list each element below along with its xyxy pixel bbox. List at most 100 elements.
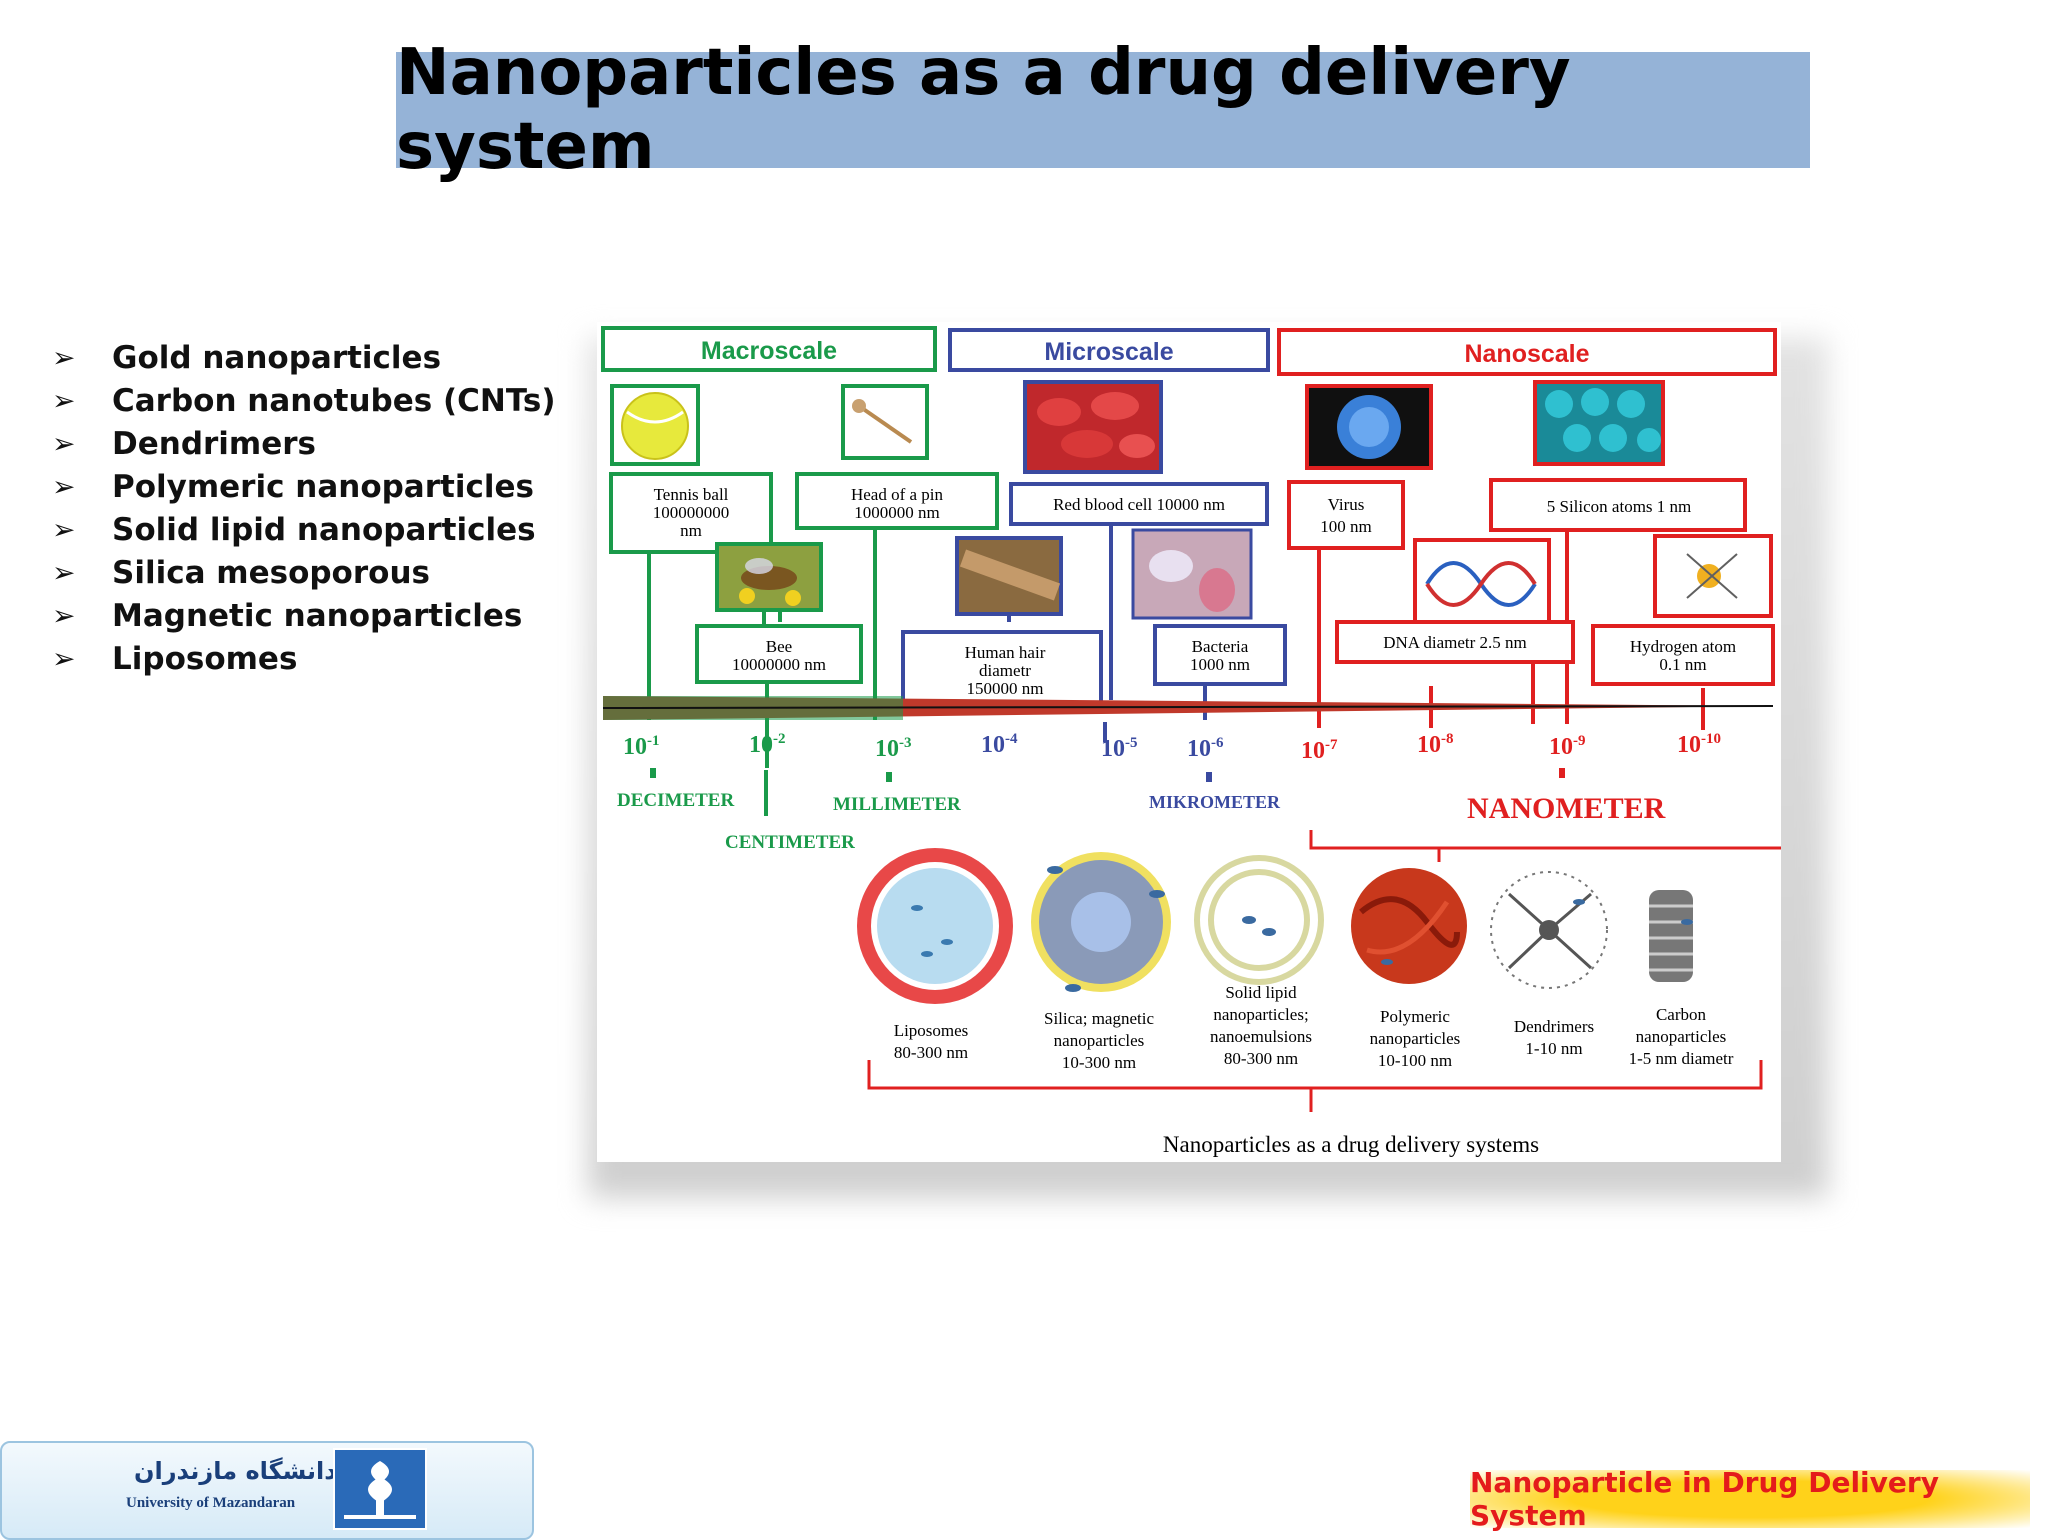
bullet-item: ➢Magnetic nanoparticles <box>52 594 556 637</box>
scale-axis <box>602 705 1774 709</box>
sln-label-3: nanoemulsions <box>1210 1027 1312 1046</box>
figure-caption: Nanoparticles as a drug delivery systems <box>1163 1132 1539 1157</box>
bullet-item: ➢ Carbon nanotubes (CNTs) <box>52 379 556 422</box>
dendrimers-size: 1-10 nm <box>1525 1039 1582 1058</box>
arrowhead-bullet-icon: ➢ <box>52 427 76 460</box>
slide-title: Nanoparticles as a drug delivery system <box>396 36 1571 184</box>
bullet-item: ➢ Silica mesoporous <box>52 551 556 594</box>
bacteria-icon <box>1149 550 1193 582</box>
bullet-item: ➢Polymeric nanoparticles <box>52 465 556 508</box>
arrowhead-bullet-icon: ➢ <box>52 556 76 589</box>
pin-label: Head of a pin <box>851 485 944 504</box>
silica-size: 10-300 nm <box>1062 1053 1136 1072</box>
university-emblem-icon <box>333 1448 427 1530</box>
arrowhead-bullet-icon: ➢ <box>52 384 76 417</box>
tick-label: 10-3 <box>875 735 912 762</box>
rbc-label: Red blood cell 10000 nm <box>1053 495 1225 514</box>
virus-label: Virus <box>1328 495 1365 514</box>
bullet-item: ➢Dendrimers <box>52 422 556 465</box>
carbon-label-2: nanoparticles <box>1636 1027 1727 1046</box>
decimeter-label: DECIMETER <box>617 790 734 811</box>
scale-figure: Macroscale Microscale Nanoscale Tennis b… <box>597 322 1781 1162</box>
pin-icon <box>857 404 913 444</box>
bacteria-label-box <box>1153 624 1287 686</box>
bullet-item: ➢ Liposomes <box>52 637 556 680</box>
hair-label: Human hair <box>965 643 1046 662</box>
tick-label: 10-8 <box>1417 731 1454 758</box>
microscale-header <box>948 328 1270 372</box>
bullet-text: Polymeric nanoparticles <box>112 468 534 505</box>
dna-label: DNA diametr 2.5 nm <box>1383 633 1527 652</box>
liposome-icon <box>857 848 1013 1004</box>
silica-label-2: nanoparticles <box>1054 1031 1145 1050</box>
bullet-text: Gold nanoparticles <box>112 339 442 376</box>
hydrogen-atom-icon <box>1697 564 1721 588</box>
centimeter-label: CENTIMETER <box>725 832 855 853</box>
arrowhead-bullet-icon: ➢ <box>52 341 76 374</box>
solid-lipid-icon <box>1194 855 1324 985</box>
red-blood-cell-icon <box>1037 398 1081 426</box>
bee-label-box <box>695 624 863 684</box>
rbc-label-box <box>1009 482 1269 526</box>
pin-label-box <box>795 472 999 530</box>
carbon-label: Carbon <box>1656 1005 1707 1024</box>
bacteria-size: 1000 nm <box>1190 655 1250 674</box>
bullet-text: Solid lipid nanoparticles <box>112 511 536 548</box>
bacteria-label: Bacteria <box>1192 637 1249 656</box>
bullet-text: Silica mesoporous <box>112 554 430 591</box>
polymeric-label-2: nanoparticles <box>1370 1029 1461 1048</box>
dna-label-box <box>1335 620 1575 664</box>
carbon-size: 1-5 nm diametr <box>1629 1049 1734 1068</box>
nanoscale-label: Nanoscale <box>1464 340 1589 368</box>
particle-labels: Liposomes 80-300 nm Silica; magnetic nan… <box>894 983 1734 1072</box>
hydrogen-label-box <box>1591 624 1775 686</box>
hair-label-2: diametr <box>979 661 1031 680</box>
university-name-en: University of Mazandaran <box>126 1495 296 1511</box>
tick-label: 10-9 <box>1549 733 1586 760</box>
liposomes-label: Liposomes <box>894 1021 969 1040</box>
tick-label: 10-1 <box>623 733 660 760</box>
dendrimers-label: Dendrimers <box>1514 1017 1594 1036</box>
liposomes-size: 80-300 nm <box>894 1043 968 1062</box>
footer-text: Nanoparticle in Drug Delivery System <box>1470 1466 1939 1532</box>
polymeric-size: 10-100 nm <box>1378 1051 1452 1070</box>
tick-label: 10-5 <box>1101 735 1138 762</box>
drug-delivery-bracket <box>867 1060 1763 1090</box>
polymeric-label: Polymeric <box>1380 1007 1450 1026</box>
tick-label: 10-6 <box>1187 735 1224 762</box>
tick-label: 10-2 <box>749 731 786 758</box>
sln-size: 80-300 nm <box>1224 1049 1298 1068</box>
bullet-item: ➢ Solid lipid nanoparticles <box>52 508 556 551</box>
silicon-label: 5 Silicon atoms 1 nm <box>1547 497 1692 516</box>
pin-size: 1000000 nm <box>854 503 939 522</box>
arrowhead-bullet-icon: ➢ <box>52 513 76 546</box>
hair-label-box <box>901 630 1103 710</box>
bacteria-frame <box>1131 528 1253 620</box>
university-logo: دانشگاه مازندران University of Mazandara… <box>0 1441 534 1540</box>
millimeter-label: MILLIMETER <box>833 794 961 815</box>
university-name-fa: دانشگاه مازندران <box>134 1457 337 1485</box>
tick-label: 10-10 <box>1677 731 1721 758</box>
rbc-frame <box>1023 380 1163 474</box>
sln-label-2: nanoparticles; <box>1213 1005 1308 1024</box>
tick-label: 10-7 <box>1301 737 1338 764</box>
silicon-atoms-icon <box>1545 388 1661 452</box>
macroscale-header <box>601 326 937 372</box>
bee-label: Bee <box>766 637 792 656</box>
hydrogen-size: 0.1 nm <box>1659 655 1706 674</box>
sln-label: Solid lipid <box>1225 983 1297 1002</box>
nanometer-label: NANOMETER <box>1467 792 1666 825</box>
nanoscale-header <box>1277 328 1777 376</box>
tennis-ball-label-box <box>609 472 773 554</box>
scale-figure-svg: Macroscale Microscale Nanoscale Tennis b… <box>601 326 1781 1157</box>
arrowhead-bullet-icon: ➢ <box>52 642 76 675</box>
polymeric-particle-icon <box>1351 868 1467 984</box>
bullet-text: Magnetic nanoparticles <box>112 597 523 634</box>
microscale-label: Microscale <box>1044 338 1173 366</box>
footer-tag: Nanoparticle in Drug Delivery System <box>1470 1466 2030 1532</box>
tick-label: 10-4 <box>981 731 1018 758</box>
bullet-text: Carbon nanotubes (CNTs) <box>112 382 556 419</box>
bullet-text: Liposomes <box>112 640 298 677</box>
tennis-ball-size: 100000000 <box>653 503 730 522</box>
carbon-nanotube-icon <box>1649 890 1693 982</box>
